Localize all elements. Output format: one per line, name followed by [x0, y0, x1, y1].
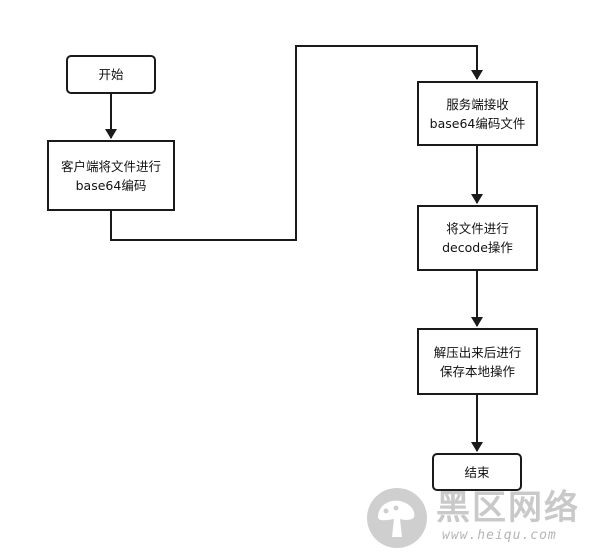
server-receive-line-2: base64编码文件 — [429, 115, 526, 131]
watermark-title: 黑区网络 — [436, 488, 580, 528]
decode-line-1: 将文件进行 — [446, 221, 509, 236]
start-node: 开始 — [66, 55, 156, 94]
client-encode-line-2: base64编码 — [75, 177, 147, 193]
start-label: 开始 — [98, 67, 124, 82]
connector-client-to-server — [110, 45, 483, 241]
decode-line-2: decode操作 — [442, 240, 513, 255]
server-receive-node: 服务端接收 base64编码文件 — [417, 81, 538, 146]
decode-node: 将文件进行 decode操作 — [417, 205, 538, 271]
server-receive-line-1: 服务端接收 — [446, 96, 509, 112]
end-label: 结束 — [464, 464, 490, 480]
client-encode-node: 客户端将文件进行 base64编码 — [47, 140, 175, 211]
watermark-logo-icon — [367, 488, 427, 548]
client-encode-line-1: 客户端将文件进行 — [60, 158, 161, 174]
watermark-url: www.heiqu.com — [442, 528, 557, 543]
save-line-1: 解压出来后进行 — [433, 344, 522, 360]
save-line-2: 保存本地操作 — [439, 363, 515, 379]
save-node: 解压出来后进行 保存本地操作 — [417, 328, 538, 395]
end-node: 结束 — [432, 453, 522, 491]
